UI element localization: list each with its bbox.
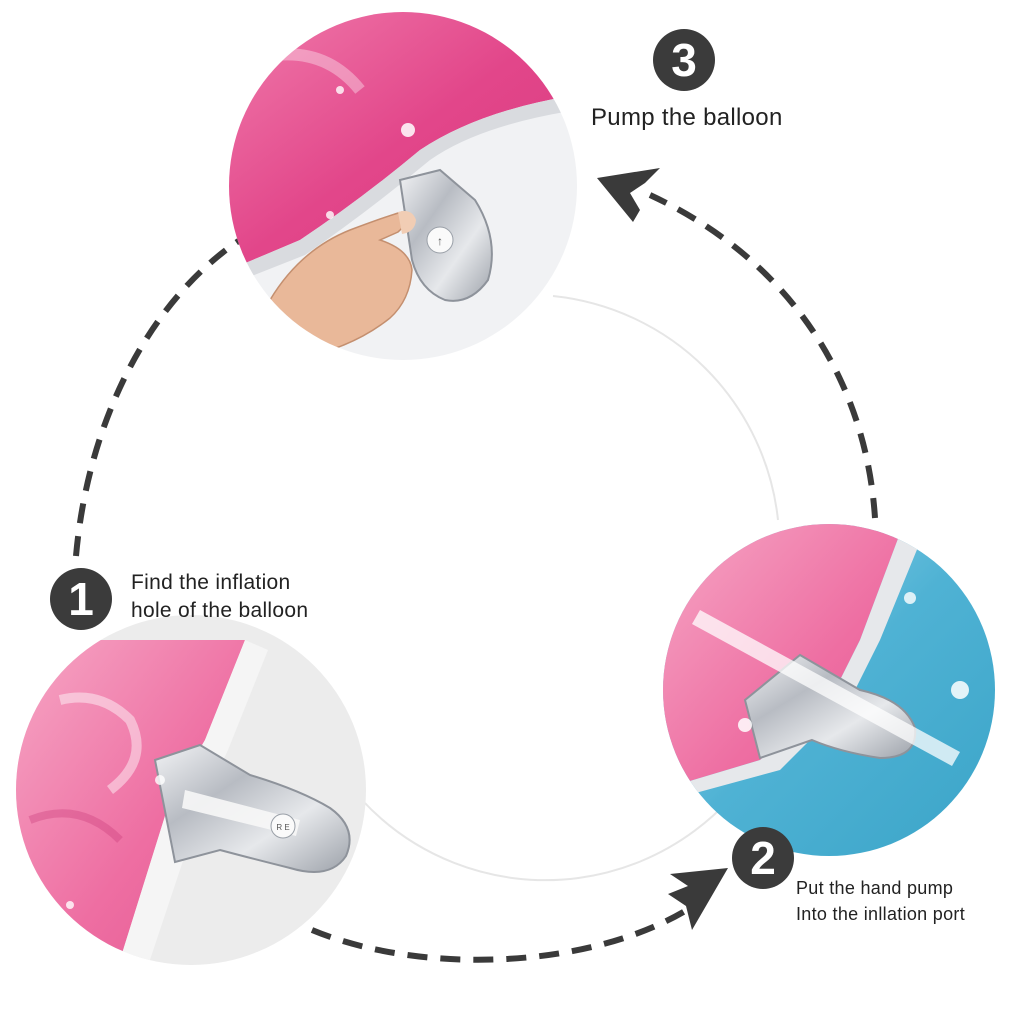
photo-step2-pump-in-port (663, 524, 995, 856)
dashed-arc-1-to-3 (73, 237, 242, 557)
step-3-caption: Pump the balloon (591, 103, 783, 133)
step-2-badge: 2 (732, 827, 794, 889)
arrowhead-to-step3 (597, 168, 660, 222)
step-1-caption: Find the inflation hole of the balloon (131, 569, 308, 625)
step-2-caption-line-2: Into the inllation port (796, 904, 966, 924)
step-2-caption-line-1: Put the hand pump (796, 878, 954, 898)
photo-step1-inflation-hole: R E (16, 615, 366, 965)
valve-label-step3: ↑ (437, 234, 443, 248)
step-3-caption-line-1: Pump the balloon (591, 104, 783, 131)
step-1-caption-line-2: hole of the balloon (131, 599, 309, 622)
step-2-caption: Put the hand pump Into the inllation por… (796, 875, 965, 927)
arrowhead-to-step2 (668, 868, 728, 930)
step-3-badge: 3 (653, 29, 715, 91)
inner-guide-circle (552, 295, 779, 521)
photo-step3-pumping: ↑ (229, 12, 577, 360)
dashed-arc-2-to-3 (648, 192, 878, 519)
dashed-arc-1-to-2 (310, 905, 692, 963)
step-1-badge: 1 (50, 568, 112, 630)
step-1-caption-line-1: Find the inflation (131, 571, 291, 594)
valve-label-step1: R E (276, 823, 289, 832)
